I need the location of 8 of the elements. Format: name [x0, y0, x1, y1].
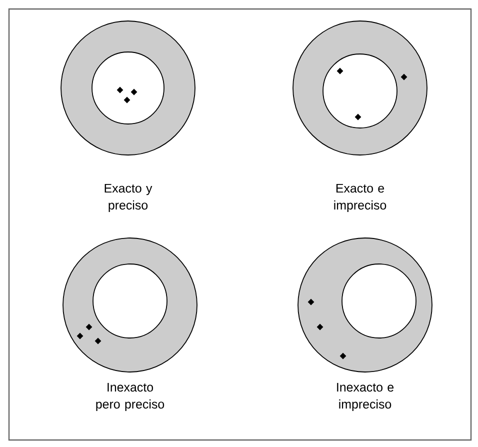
target-label: Inexacto pero preciso: [96, 382, 164, 412]
target-label: Exacto e impreciso: [334, 184, 386, 212]
target-drawing: [62, 238, 198, 372]
target-drawing: [60, 20, 196, 156]
target-label: Inexacto e impreciso: [337, 382, 394, 412]
target-drawing: [292, 20, 428, 156]
target-label: Exacto y preciso: [104, 184, 152, 212]
target-drawing: [298, 238, 432, 372]
